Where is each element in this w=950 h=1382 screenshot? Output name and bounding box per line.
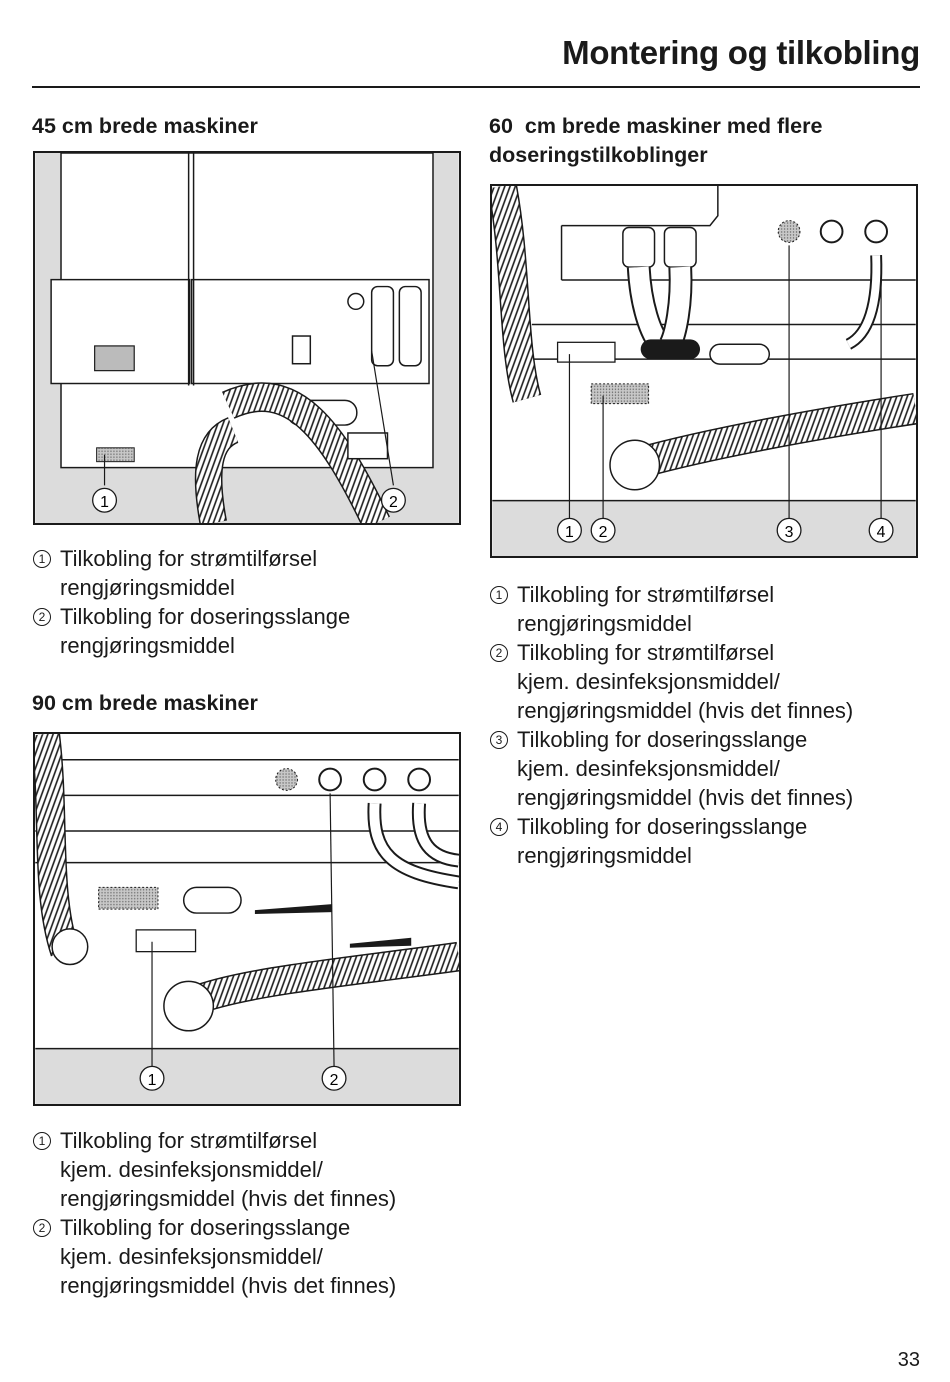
- legend-item: 1 Tilkobling for strømtilførsel rengjøri…: [33, 544, 350, 602]
- legend-number-badge: 1: [33, 550, 51, 568]
- heading-60cm: 60 cm brede maskiner med flere doserings…: [489, 112, 822, 170]
- heading-45cm: 45 cm brede maskiner: [32, 112, 258, 141]
- legend-number-badge: 1: [490, 586, 508, 604]
- legend-line: kjem. desinfeksjonsmiddel/: [517, 669, 780, 694]
- legend-line: kjem. desinfeksjonsmiddel/: [60, 1244, 323, 1269]
- heading-45cm-line: 45 cm brede maskiner: [32, 114, 258, 138]
- figure-45cm-callout-circle-1: [92, 487, 118, 513]
- legend-item: 4 Tilkobling for doseringsslange rengjør…: [490, 812, 853, 870]
- legend-line: Tilkobling for doseringsslange: [517, 727, 808, 752]
- figure-60cm-callout-2: 2: [599, 524, 608, 541]
- legend-line: rengjøringsmiddel (hvis det finnes): [517, 785, 854, 810]
- figure-90cm-callout-2: 2: [330, 1072, 339, 1089]
- header-rule: [32, 86, 920, 88]
- legend-item: 2 Tilkobling for strømtilførsel kjem. de…: [490, 638, 853, 725]
- legend-line: rengjøringsmiddel (hvis det finnes): [517, 698, 854, 723]
- legend-90cm: 1 Tilkobling for strømtilførsel kjem. de…: [33, 1126, 396, 1300]
- figure-45cm: 1 2: [33, 151, 461, 525]
- legend-number-badge: 3: [490, 731, 508, 749]
- legend-line: rengjøringsmiddel (hvis det finnes): [60, 1273, 397, 1298]
- figure-60cm: 1 2 3 4: [490, 184, 918, 558]
- figure-60cm-callout-4: 4: [877, 524, 886, 541]
- legend-item: 3 Tilkobling for doseringsslange kjem. d…: [490, 725, 853, 812]
- figure-60cm-callout-circle-3: [776, 517, 802, 543]
- figure-60cm-callout-circle-2: [590, 517, 616, 543]
- heading-60cm-line-1: 60 cm brede maskiner med flere: [489, 114, 823, 138]
- legend-line: Tilkobling for strømtilførsel: [517, 640, 775, 665]
- legend-line: Tilkobling for doseringsslange: [517, 814, 808, 839]
- figure-60cm-drawing: 1 2 3 4: [492, 186, 916, 556]
- heading-90cm-line: 90 cm brede maskiner: [32, 691, 258, 715]
- page-number: 33: [897, 1349, 920, 1371]
- legend-line: Tilkobling for strømtilførsel: [60, 1128, 318, 1153]
- legend-number-badge: 4: [490, 818, 508, 836]
- legend-line: kjem. desinfeksjonsmiddel/: [60, 1157, 323, 1182]
- legend-item: 1 Tilkobling for strømtilførsel rengjøri…: [490, 580, 853, 638]
- figure-90cm-callout-circle-1: [139, 1065, 165, 1091]
- figure-90cm-callout-circle-2: [321, 1065, 347, 1091]
- legend-number-badge: 2: [33, 1219, 51, 1237]
- figure-90cm: 1 2: [33, 732, 461, 1106]
- legend-line: rengjøringsmiddel: [517, 611, 692, 636]
- figure-45cm-drawing: 1 2: [35, 153, 459, 523]
- legend-line: rengjøringsmiddel: [517, 843, 692, 868]
- figure-60cm-callout-circle-1: [556, 517, 582, 543]
- legend-line: kjem. desinfeksjonsmiddel/: [517, 756, 780, 781]
- page-title: Montering og tilkobling: [562, 34, 920, 71]
- legend-item: 2 Tilkobling for doseringsslange rengjør…: [33, 602, 350, 660]
- figure-45cm-callout-circle-2: [380, 487, 406, 513]
- legend-number-badge: 2: [490, 644, 508, 662]
- figure-45cm-callout-2: 2: [389, 494, 398, 511]
- figure-60cm-callout-1: 1: [565, 524, 574, 541]
- legend-60cm: 1 Tilkobling for strømtilførsel rengjøri…: [490, 580, 853, 870]
- figure-90cm-drawing: 1 2: [35, 734, 459, 1104]
- figure-90cm-callout-1: 1: [148, 1072, 157, 1089]
- legend-number-badge: 1: [33, 1132, 51, 1150]
- legend-item: 2 Tilkobling for doseringsslange kjem. d…: [33, 1213, 396, 1300]
- heading-90cm: 90 cm brede maskiner: [32, 689, 258, 718]
- legend-line: rengjøringsmiddel (hvis det finnes): [60, 1186, 397, 1211]
- figure-45cm-callout-1: 1: [100, 494, 109, 511]
- legend-line: Tilkobling for doseringsslange: [60, 1215, 351, 1240]
- legend-line: Tilkobling for doseringsslange: [60, 604, 351, 629]
- legend-45cm: 1 Tilkobling for strømtilførsel rengjøri…: [33, 544, 350, 660]
- heading-60cm-line-2: doseringstilkoblinger: [489, 143, 708, 167]
- figure-60cm-callout-circle-4: [868, 517, 894, 543]
- legend-line: Tilkobling for strømtilførsel: [60, 546, 318, 571]
- legend-number-badge: 2: [33, 608, 51, 626]
- legend-item: 1 Tilkobling for strømtilførsel kjem. de…: [33, 1126, 396, 1213]
- legend-line: Tilkobling for strømtilførsel: [517, 582, 775, 607]
- figure-60cm-callout-3: 3: [785, 524, 794, 541]
- legend-line: rengjøringsmiddel: [60, 575, 235, 600]
- legend-line: rengjøringsmiddel: [60, 633, 235, 658]
